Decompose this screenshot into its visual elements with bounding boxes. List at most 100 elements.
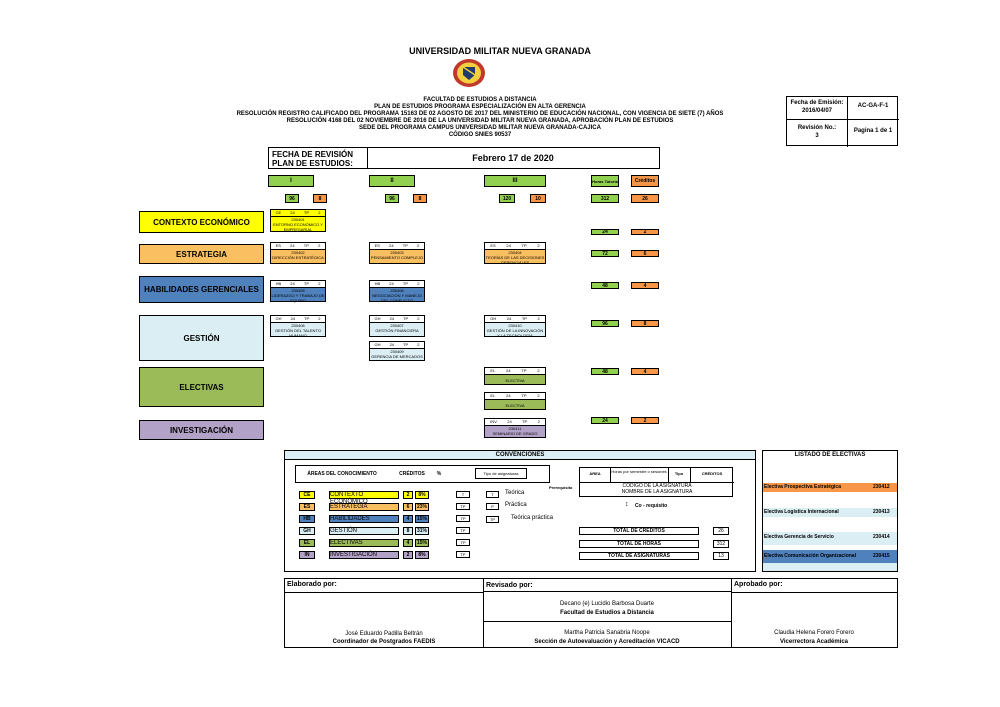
col-pct: %	[436, 471, 442, 477]
total-subjects-label: TOTAL DE ASIGNATURAS	[579, 552, 699, 560]
snies-line: CÓDIGO SNIES 90537	[448, 132, 512, 138]
type-t-label: Teórica	[505, 490, 525, 496]
electives-title: LISTADO DE ELECTIVAS	[794, 452, 866, 458]
elective-item-4: Electiva Comunicación Organizacional 230…	[763, 550, 897, 563]
area-es-hours: 72	[591, 250, 619, 257]
semester-2: II	[369, 175, 415, 187]
card-legend: ÁREA Horas por semestre o sesiones Tipo …	[579, 467, 734, 497]
type-t: T	[486, 491, 499, 498]
area-hb-credits: 4	[631, 282, 659, 289]
revision-date: Febrero 17 de 2020	[472, 153, 554, 163]
doc-control-box: Fecha de Emisión: 2016/04/07 AC-GA-F-1 R…	[786, 96, 899, 147]
area-el-hours: 48	[591, 368, 619, 375]
electives-panel: LISTADO DE ELECTIVAS Electiva Prospectiv…	[762, 450, 898, 572]
col-tipo: Tipo de asignaturas	[475, 468, 527, 479]
total-hours: 312	[591, 194, 619, 203]
sem2-credits: 8	[413, 194, 427, 203]
resolution-line-2: RESOLUCIÓN 4168 DEL 02 NOVIEMBRE DE 2016…	[286, 118, 674, 124]
elective-item-2: Electiva Logística Internacional 230413	[763, 508, 897, 517]
type-tp: TP	[486, 516, 499, 523]
conventions-title: CONVENCIONES	[285, 451, 755, 460]
sem3-credits: 10	[530, 194, 546, 203]
resolution-line-1: RESOLUCIÓN REGISTRO CALIFICADO DEL PROGR…	[236, 111, 724, 117]
sem1-credits: 8	[313, 194, 327, 203]
area-gh-hours: 96	[591, 320, 619, 327]
area-ce-credits: 2	[631, 229, 659, 235]
total-hours-value: 312	[713, 540, 729, 548]
program-line: PLAN DE ESTUDIOS PROGRAMA ESPECIALIZACIÓ…	[374, 104, 586, 110]
doc-code: AC-GA-F-1	[857, 103, 889, 109]
semester-1: I	[268, 175, 314, 187]
emision-label: Fecha de Emisión:	[790, 100, 844, 106]
area-habilidades-gerenciales: HABILIDADES GERENCIALES	[139, 276, 264, 303]
elaborado-role: Coordinador de Postgrados FAEDIS	[332, 639, 436, 645]
area-in-credits: 2	[631, 417, 659, 424]
area-es-credits: 6	[631, 250, 659, 257]
area-gh-credits: 8	[631, 320, 659, 327]
revision-label-1: FECHA DE REVISIÓN	[272, 150, 354, 159]
area-el-credits: 4	[631, 368, 659, 375]
area-hb-hours: 48	[591, 282, 619, 289]
total-credits: 26	[631, 194, 659, 203]
dean-role: Facultad de Estudios a Distancia	[560, 610, 654, 616]
dean-name: Decano (e) Lucidio Barbosa Duarte	[559, 601, 655, 607]
course-code: 230401	[291, 217, 305, 222]
revisado-role: Sección de Autoevaluación y Acreditación…	[534, 639, 680, 645]
revision-label: Revisión No.:	[797, 125, 837, 131]
signatures-panel: Elaborado por: Revisado por: Aprobado po…	[284, 578, 898, 648]
area-electivas: ELECTIVAS	[139, 367, 264, 407]
type-p: P	[486, 503, 499, 510]
sem1-hours: 96	[285, 194, 299, 203]
elective-item-1: Electiva Prospectiva Estratégica 230412	[763, 483, 897, 492]
area-contexto-economico: CONTEXTO ECONÓMICO	[139, 211, 264, 233]
semester-3: III	[484, 175, 546, 187]
revision-box: FECHA DE REVISIÓN PLAN DE ESTUDIOS: Febr…	[268, 147, 660, 169]
course-name: ENTORNO ECONÓMICO Y EMPRESARIAL	[273, 222, 323, 232]
revision-number: 3	[815, 133, 819, 139]
revisado-label: Revisado por:	[486, 582, 533, 589]
elaborado-label: Elaborado por:	[287, 581, 337, 588]
total-credits-value: 26	[713, 527, 729, 535]
revisado-name: Martha Patricia Sanabria Noope	[564, 630, 650, 636]
area-gestion: GESTIÓN	[139, 315, 264, 361]
area-ce-hours: 24	[591, 229, 619, 235]
area-in-hours: 24	[591, 417, 619, 424]
hours-header: Horas Tutoría	[591, 175, 619, 187]
revision-label-2: PLAN DE ESTUDIOS:	[272, 159, 353, 168]
area-estrategia: ESTRATEGIA	[139, 244, 264, 264]
prereq-label: Prerequisito	[549, 485, 573, 490]
col-credits: CRÉDITOS	[399, 471, 425, 477]
sem2-hours: 96	[385, 194, 399, 203]
aprobado-label: Aprobado por:	[734, 581, 783, 588]
total-subjects-value: 13	[713, 552, 729, 560]
area-investigacion: INVESTIGACIÓN	[139, 420, 264, 440]
conventions-panel: CONVENCIONES ÁREAS DEL CONOCIMIENTO CRÉD…	[284, 450, 756, 572]
university-seal-icon	[452, 58, 486, 88]
sem3-hours: 120	[499, 194, 515, 203]
faculty-line: FACULTAD DE ESTUDIOS A DISTANCIA	[423, 97, 537, 103]
col-area: ÁREAS DEL CONOCIMIENTO	[307, 471, 377, 477]
coreq-arrow-icon: ↕	[625, 501, 629, 508]
page-number: Pagina 1 de 1	[853, 128, 893, 134]
credits-header: Créditos	[631, 175, 659, 187]
type-tp-label: Teórica práctica	[511, 515, 554, 521]
aprobado-role: Vicerrectora Académica	[779, 639, 849, 645]
type-p-label: Práctica	[505, 502, 527, 508]
total-hours-label: TOTAL DE HORAS	[579, 540, 699, 548]
elaborado-name: José Eduardo Padilla Beltrán	[345, 631, 423, 637]
coreq-label: Co - requisito	[635, 503, 668, 509]
university-title: UNIVERSIDAD MILITAR NUEVA GRANADA	[409, 46, 591, 56]
